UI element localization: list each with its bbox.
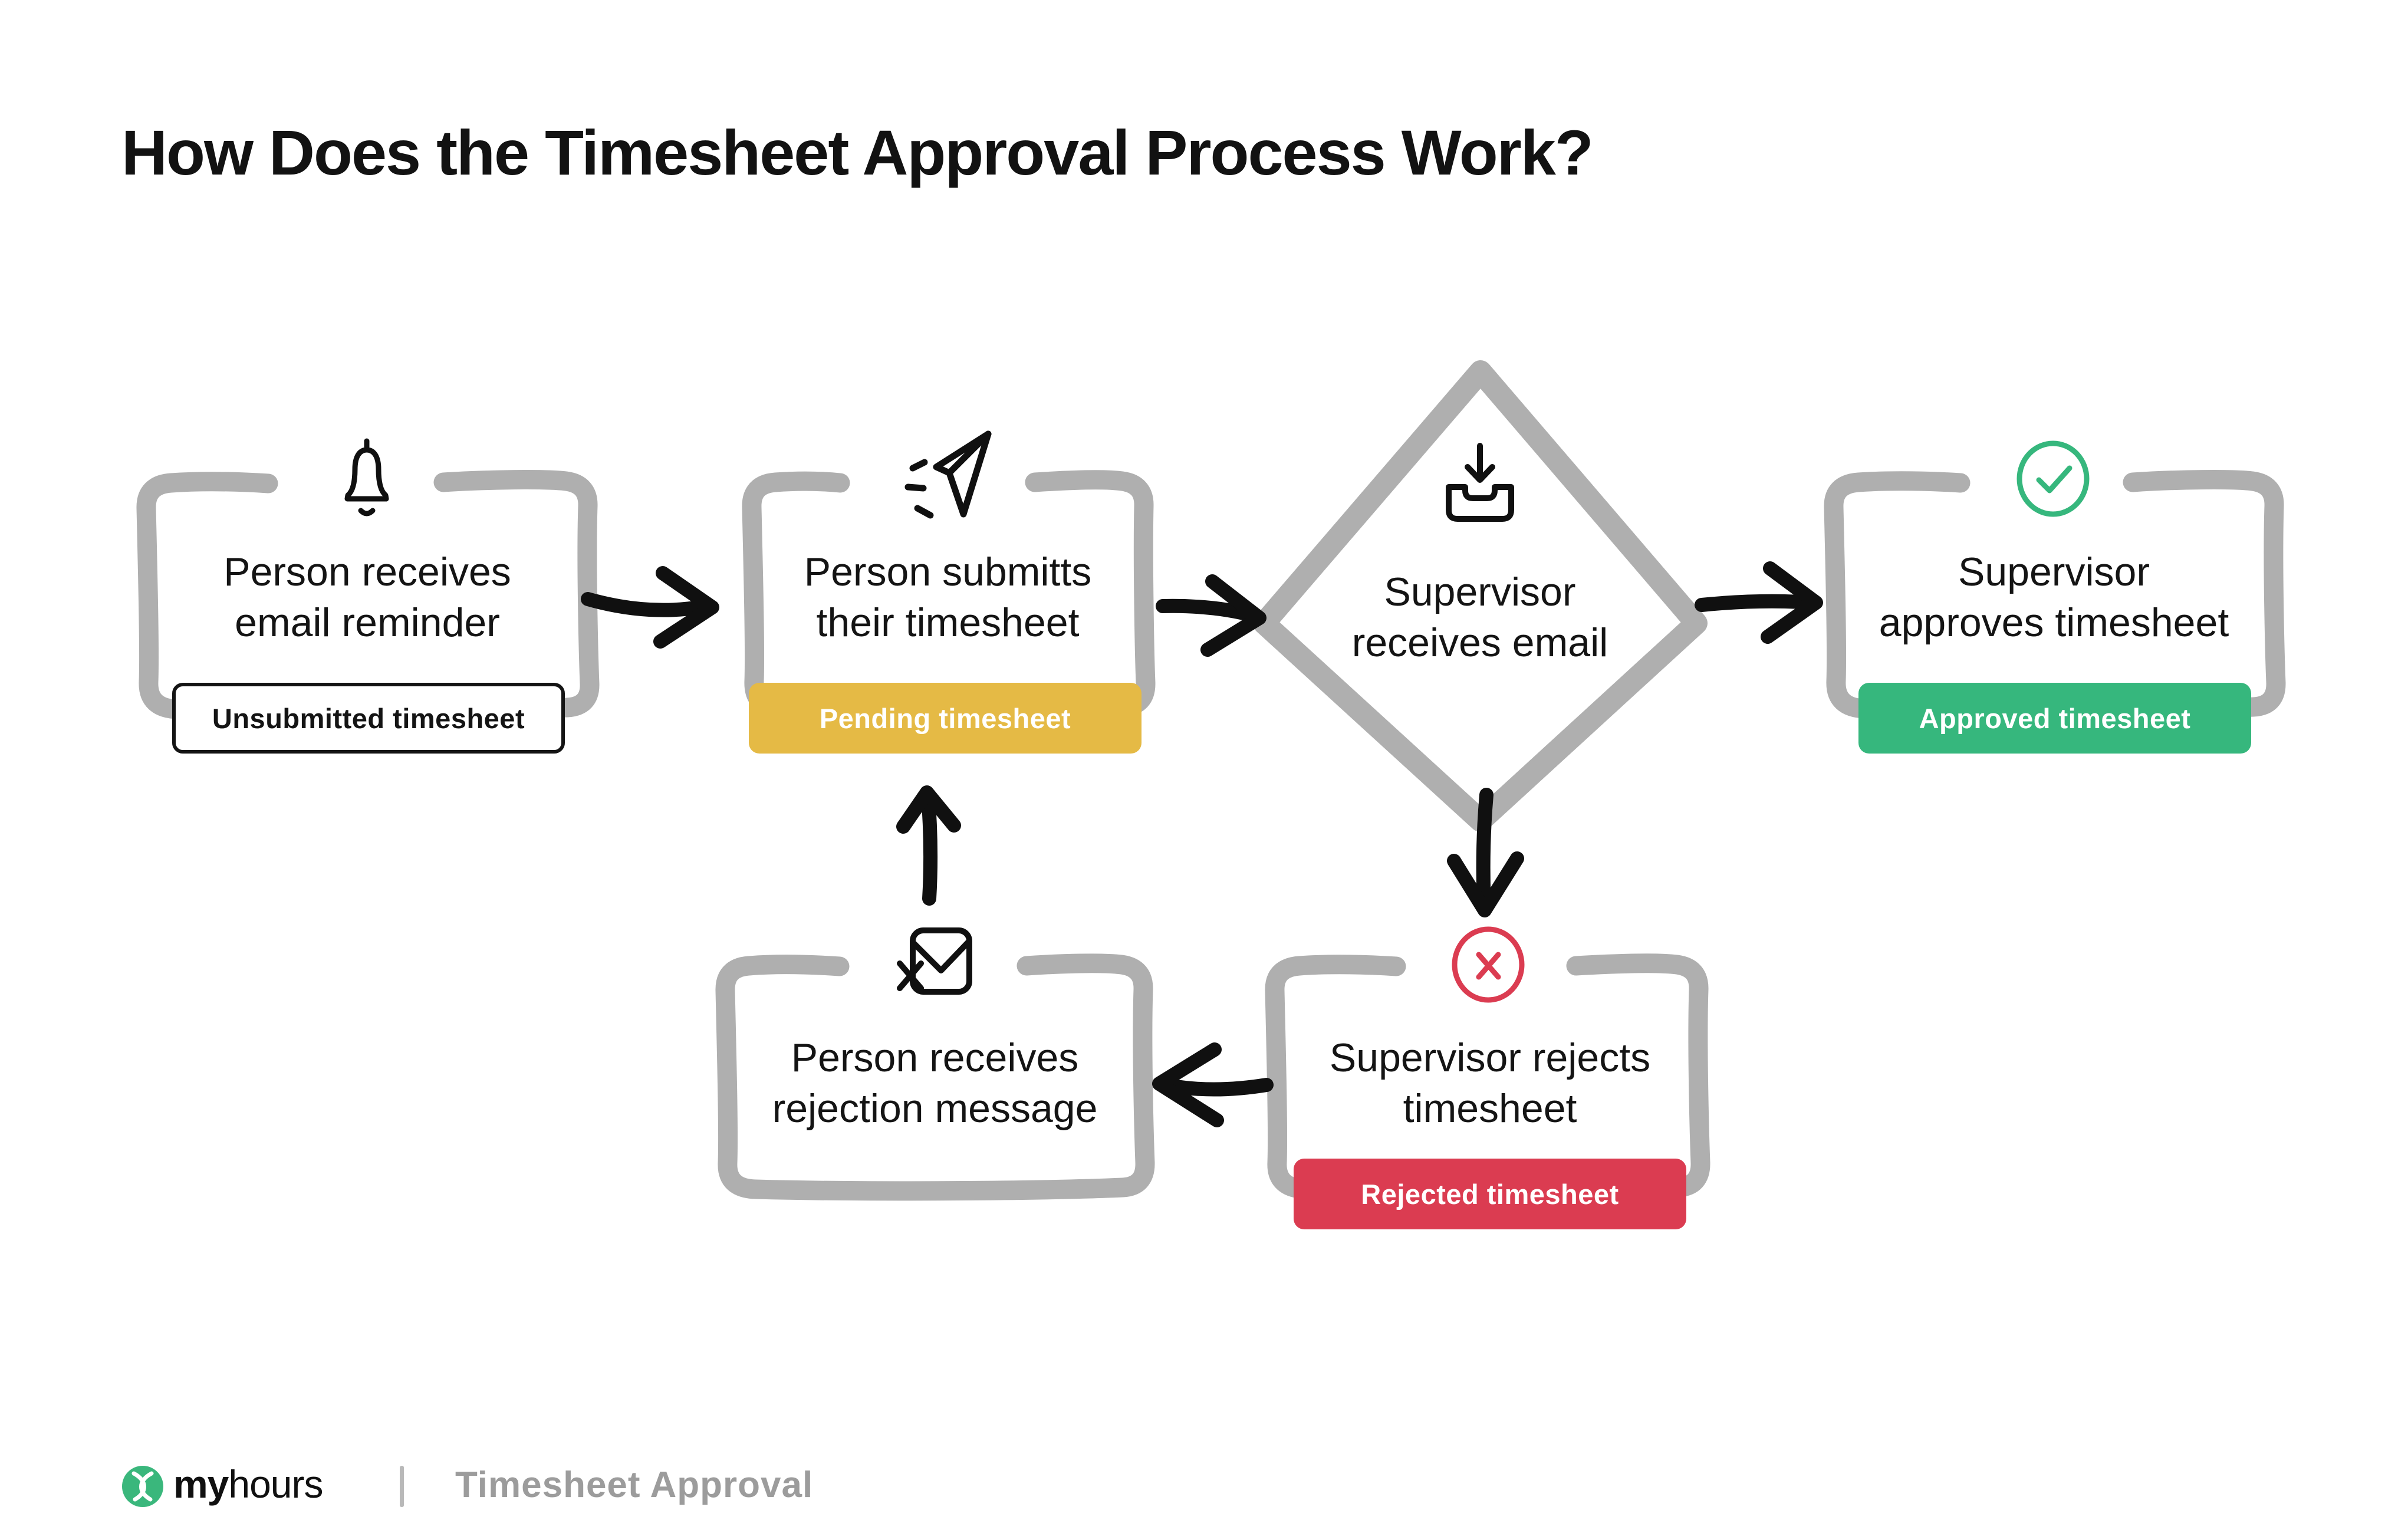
supervisor-email-label: Supervisor receives email — [1303, 561, 1657, 673]
myhours-logo-icon — [122, 1466, 163, 1507]
rejection-message-label-line1: Person receives — [791, 1035, 1079, 1080]
rejection-message-label: Person receives rejection message — [713, 1027, 1156, 1139]
page-title: How Does the Timesheet Approval Process … — [121, 117, 1594, 188]
myhours-wordmark: myhours — [173, 1462, 324, 1506]
footer-caption: Timesheet Approval — [455, 1465, 814, 1505]
reminder-label-line2: email reminder — [235, 600, 500, 645]
arrow-submit-to-supervisor — [1156, 574, 1266, 657]
check-circle-icon — [2016, 440, 2090, 517]
reminder-label: Person receives email reminder — [134, 541, 600, 653]
arrow-supervisor-to-approve — [1695, 561, 1823, 644]
supervisor-email-label-line2: receives email — [1351, 620, 1608, 665]
submit-label: Person submitts their timesheet — [740, 541, 1156, 653]
unsubmitted-timesheet-badge-label: Unsubmitted timesheet — [212, 702, 525, 734]
rejection-message-label-line2: rejection message — [772, 1086, 1098, 1131]
approve-label-line1: Supervisor — [1958, 550, 2150, 594]
reject-label-line2: timesheet — [1403, 1086, 1577, 1131]
pending-timesheet-badge-label: Pending timesheet — [819, 702, 1071, 734]
footer-divider — [400, 1466, 404, 1507]
approve-label-line2: approves timesheet — [1879, 600, 2229, 645]
submit-label-line1: Person submitts — [804, 550, 1092, 594]
myhours-wordmark-bold: my — [173, 1462, 229, 1506]
supervisor-email-label-line1: Supervisor — [1384, 570, 1576, 614]
rejection-message-box-border — [715, 953, 1155, 1201]
arrow-rejection-message-to-submit — [896, 785, 961, 906]
paper-plane-icon — [904, 430, 992, 519]
mail-x-icon — [897, 927, 972, 995]
submit-label-line2: their timesheet — [816, 600, 1080, 645]
x-circle-icon — [1452, 926, 1525, 1003]
bell-icon — [344, 438, 389, 517]
pending-timesheet-badge: Pending timesheet — [749, 683, 1142, 754]
rejected-timesheet-badge-label: Rejected timesheet — [1361, 1178, 1619, 1210]
approved-timesheet-badge-label: Approved timesheet — [1919, 702, 2191, 734]
inbox-download-icon — [1446, 443, 1514, 522]
reminder-label-line1: Person receives — [223, 550, 511, 594]
unsubmitted-timesheet-badge: Unsubmitted timesheet — [172, 683, 565, 754]
arrow-reminder-to-submit — [581, 566, 719, 649]
rejected-timesheet-badge: Rejected timesheet — [1294, 1159, 1686, 1229]
reject-label: Supervisor rejects timesheet — [1263, 1027, 1717, 1139]
approved-timesheet-badge: Approved timesheet — [1858, 683, 2251, 754]
arrow-reject-to-rejection-message — [1152, 1042, 1274, 1127]
approve-label: Supervisor approves timesheet — [1822, 541, 2286, 653]
reject-label-line1: Supervisor rejects — [1329, 1035, 1651, 1080]
myhours-wordmark-light: hours — [228, 1462, 323, 1506]
